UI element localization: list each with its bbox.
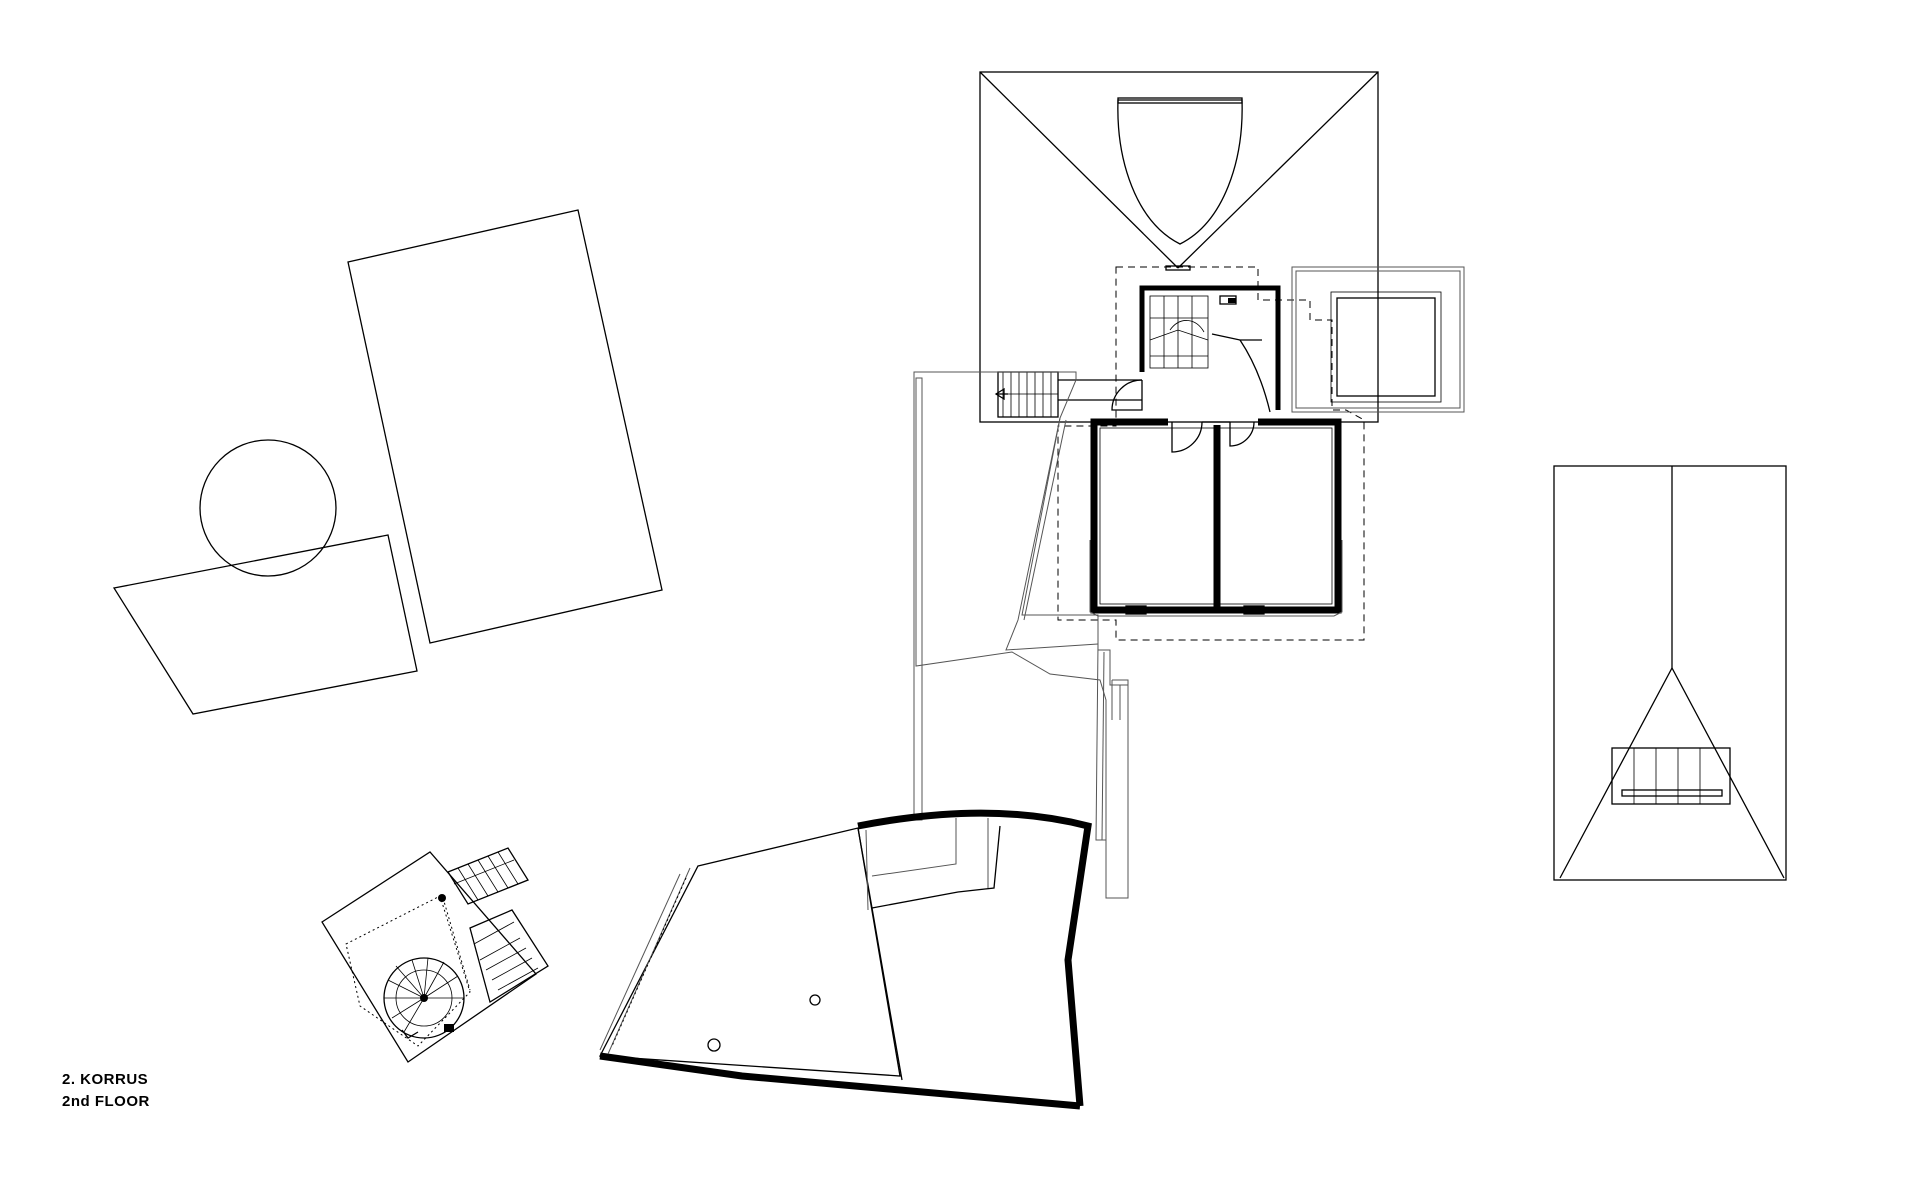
floor-label-english: 2nd FLOOR <box>62 1093 150 1110</box>
entry-door-arc <box>1111 379 1143 411</box>
quadrilateral-structure <box>112 534 418 715</box>
round-structure <box>199 439 337 577</box>
right-outbuilding <box>1553 465 1787 881</box>
tilted-rectangle-building <box>347 209 663 644</box>
long-walkway <box>913 371 1129 899</box>
terrace-with-pool <box>1291 266 1465 413</box>
tower-with-spiral-stair <box>321 847 549 1063</box>
lower-main-building <box>598 809 1092 1110</box>
two-bedrooms <box>1089 418 1343 617</box>
walkway-edges <box>913 372 1129 898</box>
upper-floor-outline-dashed <box>1057 266 1365 641</box>
main-roof-plan <box>979 71 1379 423</box>
floor-label-estonian: 2. KORRUS <box>62 1071 149 1088</box>
stairwell <box>1139 285 1281 413</box>
